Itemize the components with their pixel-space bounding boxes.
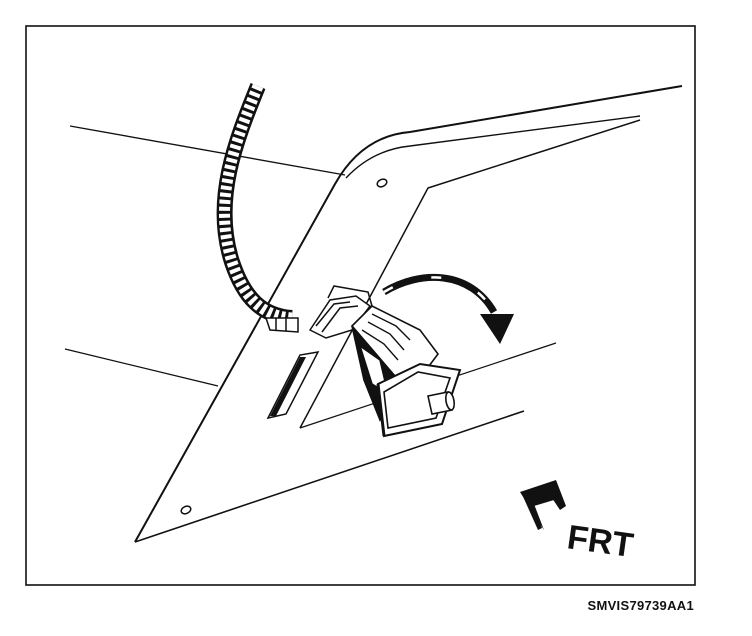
wire-harness (216, 82, 299, 333)
harness-grommet (308, 285, 373, 339)
figure-border (25, 25, 696, 586)
front-direction-indicator: FRT (520, 480, 636, 565)
background-lines (64, 125, 346, 387)
panel-slot (266, 351, 320, 420)
figure-code: SMVIS79739AA1 (587, 598, 694, 613)
trim-panel (134, 85, 683, 543)
door-switch (350, 305, 462, 438)
mounting-hole-lower (180, 505, 192, 515)
front-direction-label: FRT (565, 518, 636, 565)
mounting-hole-upper (376, 178, 388, 188)
removal-direction-arrow (382, 273, 514, 344)
